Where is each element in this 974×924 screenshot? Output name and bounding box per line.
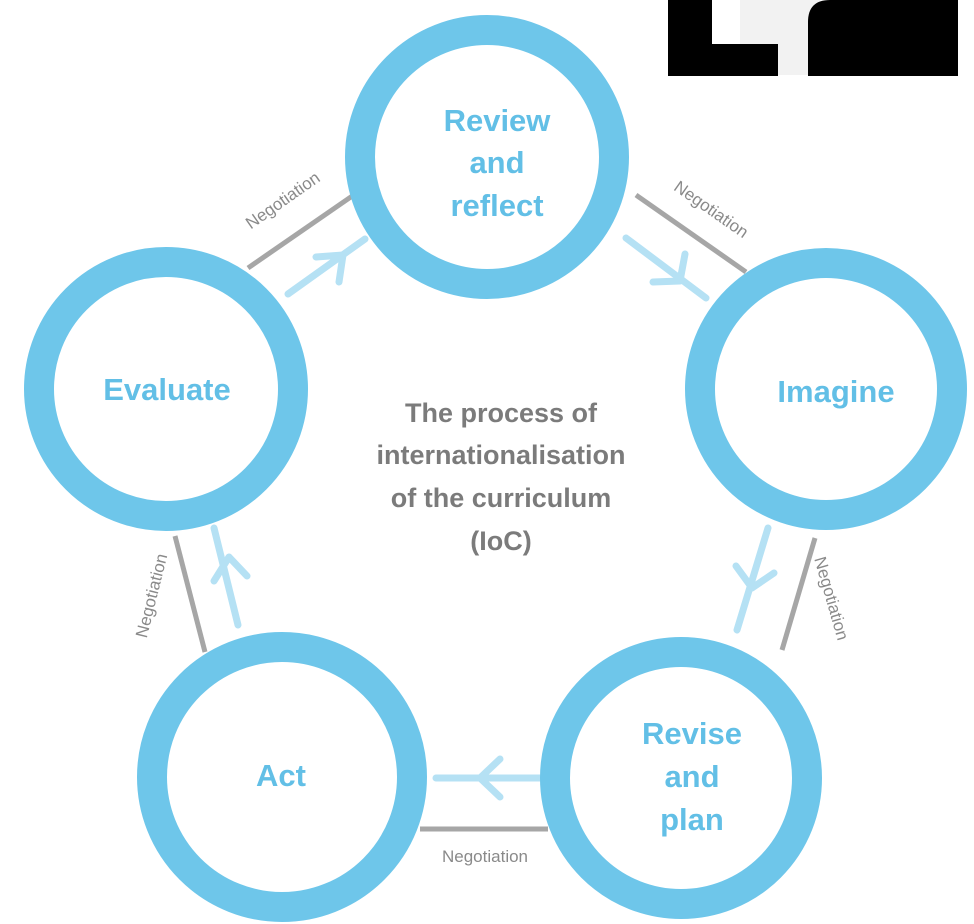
flow-arrow-imagine-to-revise <box>732 524 778 634</box>
stage-label: reflect <box>450 188 543 223</box>
corner-graphic <box>668 0 958 76</box>
negotiation-label-left: Negotiation <box>132 552 171 640</box>
negotiation-label-right: Negotiation <box>810 555 852 643</box>
stage-label: Act <box>256 758 306 793</box>
stage-act: Act <box>137 632 427 922</box>
stage-revise-and-plan: Revise and plan <box>540 637 822 919</box>
flow-arrow-evaluate-to-review <box>284 235 369 298</box>
flow-arrow-act-to-evaluate <box>210 524 251 629</box>
stage-evaluate: Evaluate <box>24 247 308 531</box>
connector-evaluate-review <box>246 189 360 271</box>
center-title-line: (IoC) <box>470 526 531 556</box>
corner-l-shape <box>668 0 778 76</box>
connector-act-evaluate <box>172 535 208 653</box>
center-title: The process of internationalisation of t… <box>376 398 625 556</box>
stage-label: plan <box>660 802 724 837</box>
center-title-line: internationalisation <box>376 440 625 470</box>
stage-label: Review <box>444 103 552 138</box>
negotiation-label-top-right: Negotiation <box>670 177 751 242</box>
stage-label: Revise <box>642 716 742 751</box>
stage-ring <box>540 637 822 919</box>
stage-imagine: Imagine <box>685 248 967 530</box>
stage-ring <box>137 632 427 922</box>
stage-ring <box>685 248 967 530</box>
stage-label: Evaluate <box>103 372 231 407</box>
connectors <box>172 189 818 832</box>
stage-review-and-reflect: Review and reflect <box>345 15 629 299</box>
center-title-line: of the curriculum <box>391 483 612 513</box>
stage-label: and <box>469 145 524 180</box>
stage-ring <box>24 247 308 531</box>
stage-label: Imagine <box>777 374 894 409</box>
connector-imagine-revise <box>779 537 818 651</box>
flow-arrows <box>210 234 778 801</box>
center-title-line: The process of <box>405 398 598 428</box>
flow-arrow-review-to-imagine <box>622 234 710 302</box>
flow-arrow-revise-to-act <box>432 755 544 801</box>
connector-review-imagine <box>634 192 748 275</box>
negotiation-label-bottom: Negotiation <box>442 847 528 866</box>
stage-label: and <box>664 759 719 794</box>
stage-ring <box>345 15 629 299</box>
corner-rounded-block <box>808 0 958 76</box>
